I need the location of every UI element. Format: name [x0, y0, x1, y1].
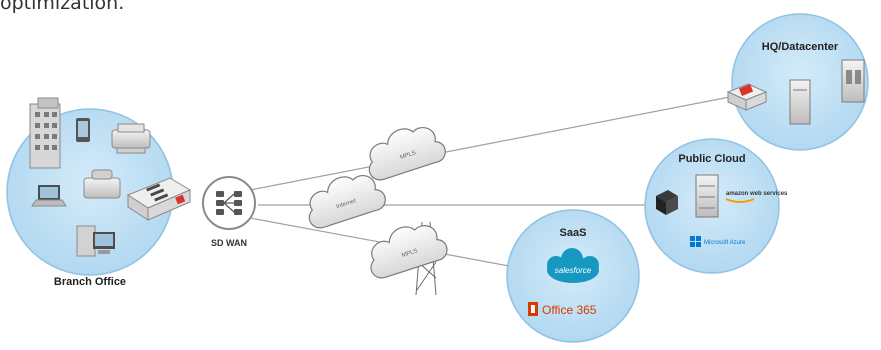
hq-datacenter-group: HQ/Datacenter	[728, 14, 868, 150]
branch-office-label: Branch Office	[54, 276, 126, 288]
server-rack-icon	[696, 175, 718, 217]
hq-datacenter-label: HQ/Datacenter	[762, 41, 839, 53]
saas-label: SaaS	[560, 227, 587, 239]
cloud-top: MPLS	[360, 118, 448, 183]
public-cloud-label: Public Cloud	[678, 153, 745, 165]
branch-office-group: Branch Office	[7, 98, 190, 288]
public-cloud-group: Public Cloud amazon web services Microso…	[645, 139, 788, 273]
caption-fragment: optimization.	[0, 0, 124, 14]
building-icon	[30, 98, 60, 168]
aws-logo-text: amazon web services	[726, 191, 788, 197]
phone-icon	[76, 118, 90, 142]
hq-server-rack-icon	[842, 60, 864, 102]
saas-group: SaaS salesforce Office 365	[507, 210, 639, 342]
salesforce-logo-text: salesforce	[555, 266, 592, 275]
hq-server-icon	[790, 80, 810, 124]
sd-wan-label: SD WAN	[211, 238, 247, 248]
office365-logo-text: Office 365	[542, 303, 597, 317]
wan-clouds: MPLS Internet MPLS	[300, 118, 450, 295]
cloud-bottom: MPLS	[362, 216, 450, 281]
printer-icon	[112, 124, 150, 153]
sd-wan-hub: SD WAN	[203, 177, 255, 248]
azure-logo-text: Microsoft Azure	[704, 240, 746, 246]
